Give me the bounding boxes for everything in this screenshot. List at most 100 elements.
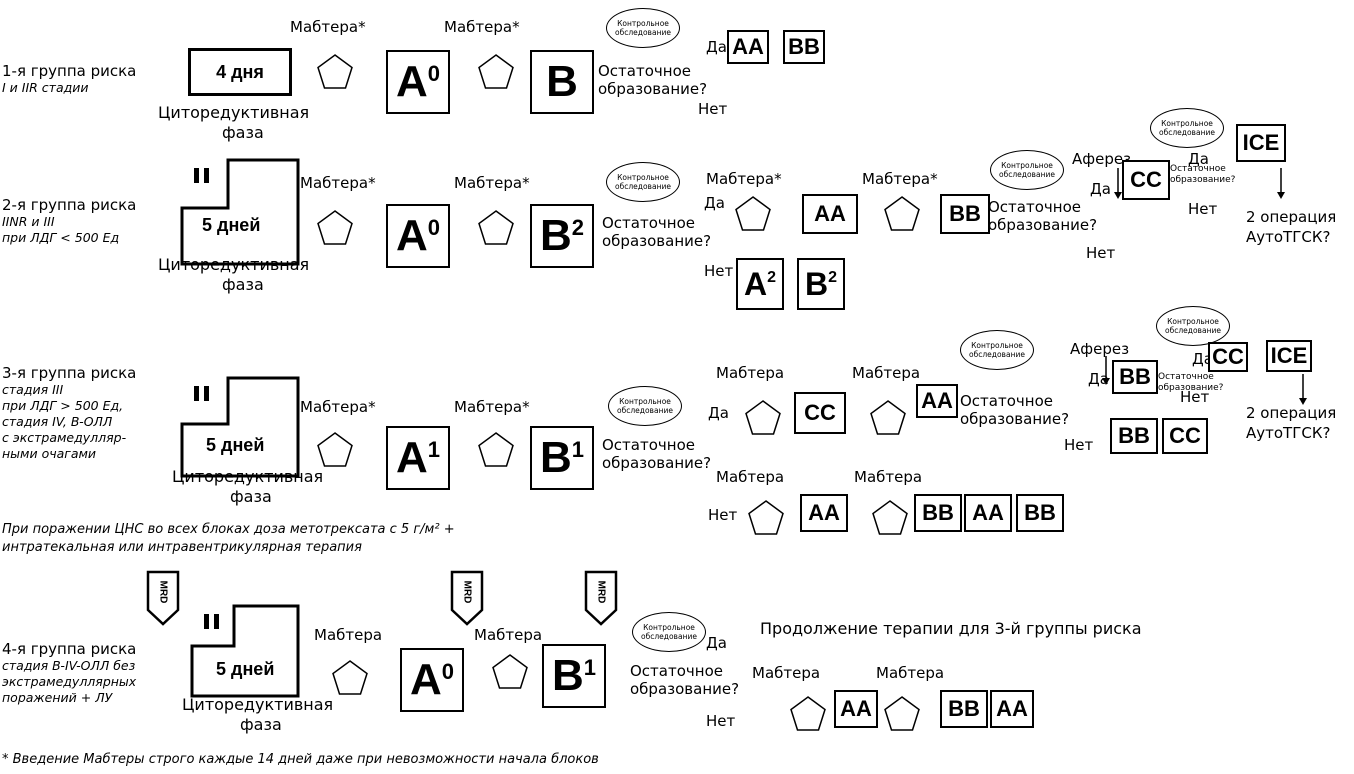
prephase-label: 5 дней	[216, 659, 275, 679]
yes-label: Да	[706, 634, 727, 652]
auto-hsct-label: АутоТГСК?	[1246, 424, 1331, 442]
yes-label: Да	[706, 38, 727, 56]
mabthera-label: Мабтера*	[862, 170, 938, 188]
residual-label: Остаточное	[602, 436, 695, 454]
block-bb: BB	[1112, 360, 1158, 394]
block-cc: CC	[1122, 160, 1170, 200]
pentagon-icon	[882, 194, 922, 234]
mrd-marker-icon: MRD	[146, 570, 180, 626]
prephase-label: 5 дней	[206, 435, 265, 455]
group1-criteria: I и IIR стадии	[2, 80, 89, 95]
cns-note-line-1: При поражении ЦНС во всех блоках доза ме…	[2, 522, 455, 537]
residual-label: образование?	[602, 454, 712, 472]
auto-hsct-label: АутоТГСК?	[1246, 228, 1331, 246]
mabthera-label: Мабтера	[474, 626, 543, 644]
pentagon-icon	[330, 658, 370, 698]
group4-criteria: поражений + ЛУ	[2, 690, 113, 705]
cytoreductive-phase-label: Циторедуктивная	[158, 103, 310, 122]
mabthera-label: Мабтера*	[706, 170, 782, 188]
residual-label: Остаточное	[630, 662, 723, 680]
residual-label: образование?	[598, 80, 708, 98]
mabthera-label: Мабтера*	[300, 398, 376, 416]
pentagon-icon	[490, 652, 530, 692]
mabthera-label: Мабтера	[314, 626, 383, 644]
cytoreductive-phase-label-2: фаза	[222, 123, 264, 142]
mabthera-label: Мабтера*	[444, 18, 520, 36]
arrow-down-icon	[1277, 168, 1285, 199]
no-label: Нет	[704, 262, 734, 280]
control-exam-oval: Контрольное обследование	[606, 8, 680, 48]
pentagon-icon	[733, 194, 773, 234]
block-bb: BB	[940, 690, 988, 728]
residual-label: образование?	[988, 216, 1098, 234]
yes-label: Да	[704, 194, 725, 212]
control-exam-oval: Контрольное обследование	[960, 330, 1034, 370]
pentagon-icon	[746, 498, 786, 538]
no-label: Нет	[708, 506, 738, 524]
mrd-marker-icon: MRD	[450, 570, 484, 626]
group3-criteria: стадия IV, B-ОЛЛ	[2, 414, 113, 429]
control-exam-oval: Контрольное обследование	[608, 386, 682, 426]
group3-criteria: ными очагами	[2, 446, 97, 461]
mrd-label: MRD	[461, 581, 472, 604]
block-bb: BB	[1110, 418, 1158, 454]
cytoreductive-phase-label: Циторедуктивная	[158, 255, 310, 274]
mrd-marker-icon: MRD	[584, 570, 618, 626]
block-aa: AA	[727, 30, 769, 64]
group2-criteria: IINR и III	[2, 214, 55, 229]
cytoreductive-phase-label: Циторедуктивная	[182, 695, 334, 714]
yes-label: Да	[1088, 370, 1109, 388]
prephase-label: 5 дней	[202, 215, 261, 235]
control-exam-oval: Контрольное обследование	[632, 612, 706, 652]
block-aa: AA	[802, 194, 858, 234]
cytoreductive-block-5-days-frame	[180, 158, 300, 266]
mabthera-label: Мабтера	[854, 468, 923, 486]
cytoreductive-block-5-days-frame	[180, 376, 300, 478]
mabthera-label: Мабтера	[752, 664, 821, 682]
block-bb: BB	[914, 494, 962, 532]
group4-criteria: стадия B-IV-ОЛЛ без	[2, 658, 136, 673]
residual-label: образование?	[602, 232, 712, 250]
residual-label: образование?	[630, 680, 740, 698]
mabthera-label: Мабтера*	[454, 174, 530, 192]
block-cc: CC	[1208, 342, 1248, 372]
residual-small-label: Остаточное	[1170, 164, 1226, 174]
apheresis-label: Аферез	[1070, 340, 1130, 358]
control-exam-oval: Контрольное обследование	[990, 150, 1064, 190]
group1-title: 1-я группа риска	[2, 62, 137, 80]
group3-title: 3-я группа риска	[2, 364, 137, 382]
continuation-note: Продолжение терапии для 3-й группы риска	[760, 619, 1142, 638]
cytoreductive-block-4-days: 4 дня	[188, 48, 292, 96]
block-cc: CC	[794, 392, 846, 434]
cytoreductive-phase-label-2: фаза	[222, 275, 264, 294]
mabthera-label: Мабтера*	[290, 18, 366, 36]
control-exam-oval: Контрольное обследование	[1150, 108, 1224, 148]
residual-label: Остаточное	[598, 62, 691, 80]
cytoreductive-phase-label: Циторедуктивная	[172, 467, 324, 486]
block-ice: ICE	[1266, 340, 1312, 372]
group4-title: 4-я группа риска	[2, 640, 137, 658]
residual-label: Остаточное	[960, 392, 1053, 410]
block-bb: BB	[1016, 494, 1064, 532]
pentagon-icon	[868, 398, 908, 438]
footnote: * Введение Мабтеры строго каждые 14 дней…	[2, 752, 599, 767]
mabthera-label: Мабтера*	[454, 398, 530, 416]
pentagon-icon	[476, 430, 516, 470]
block-aa: AA	[916, 384, 958, 418]
prephase-label: 4 дня	[216, 61, 264, 82]
mabthera-label: Мабтера	[876, 664, 945, 682]
yes-label: Да	[708, 404, 729, 422]
pentagon-icon	[870, 498, 910, 538]
residual-small-label: образование?	[1170, 175, 1236, 185]
block-bb: BB	[940, 194, 990, 234]
no-label: Нет	[706, 712, 736, 730]
pentagon-icon	[743, 398, 783, 438]
cytoreductive-phase-label-2: фаза	[230, 487, 272, 506]
